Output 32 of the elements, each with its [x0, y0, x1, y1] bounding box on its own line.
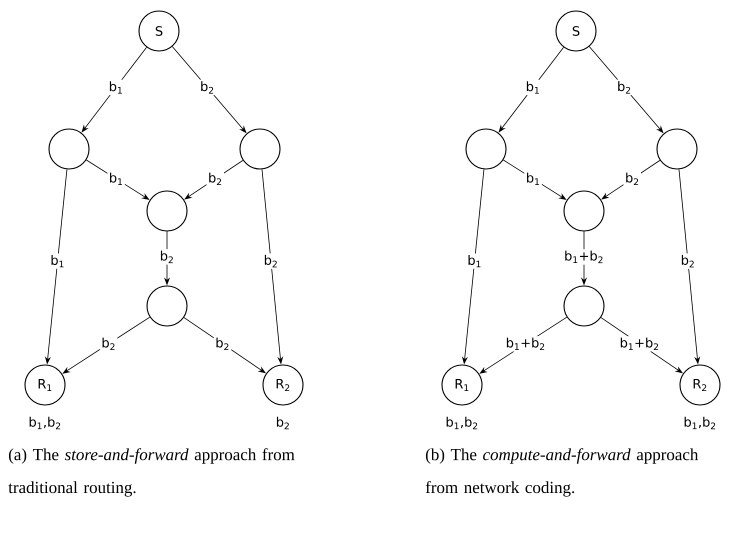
node-circle	[656, 128, 698, 170]
node-circle	[563, 190, 605, 232]
edge-label: b$_{2}$	[616, 80, 634, 96]
node-circle	[146, 190, 188, 232]
edge-label: b$_{2}$	[679, 253, 697, 269]
edge-label: b$_{1}$	[524, 171, 542, 186]
edge-label: b$_{1}$+b$_{2}$	[504, 336, 548, 352]
edge-label: b$_{1}$	[524, 80, 542, 96]
edge-label: b$_{2}$	[214, 336, 232, 352]
edge-label: b$_{1}$	[107, 80, 125, 96]
edge-label: b$_{2}$	[262, 253, 280, 269]
edge-label: b$_{2}$	[206, 171, 224, 187]
edge-label: b$_{1}$	[466, 253, 484, 269]
node-circle	[146, 285, 188, 327]
node-annotation: b$_{2}$	[276, 416, 289, 430]
node-circle	[563, 285, 605, 327]
edge-label: b$_{1}$	[107, 171, 125, 186]
edge-label: b$_{2}$	[624, 171, 641, 187]
node-circle	[239, 128, 281, 170]
node-circle	[465, 128, 507, 170]
edge-label: b$_{1}$+b$_{2}$	[618, 336, 661, 352]
edge-label: b$_{2}$	[100, 336, 118, 352]
edge-label: b$_{1}$	[48, 253, 66, 269]
caption: (b) The compute-and-forward approach from network coding.	[426, 448, 698, 497]
node-annotation: b$_{1}$,b$_{2}$	[684, 416, 716, 430]
caption: (a) The store-and-forward approach from traditional routing.	[8, 448, 295, 497]
node-annotation: b$_{1}$,b$_{2}$	[30, 416, 60, 430]
edge-label: b$_{2}$	[198, 80, 216, 96]
node-annotation: b$_{1}$,b$_{2}$	[446, 416, 478, 430]
node-circle	[48, 128, 90, 170]
edge-label: b$_{2}$	[158, 249, 176, 265]
edge-label: b$_{1}$+b$_{2}$	[562, 249, 606, 265]
